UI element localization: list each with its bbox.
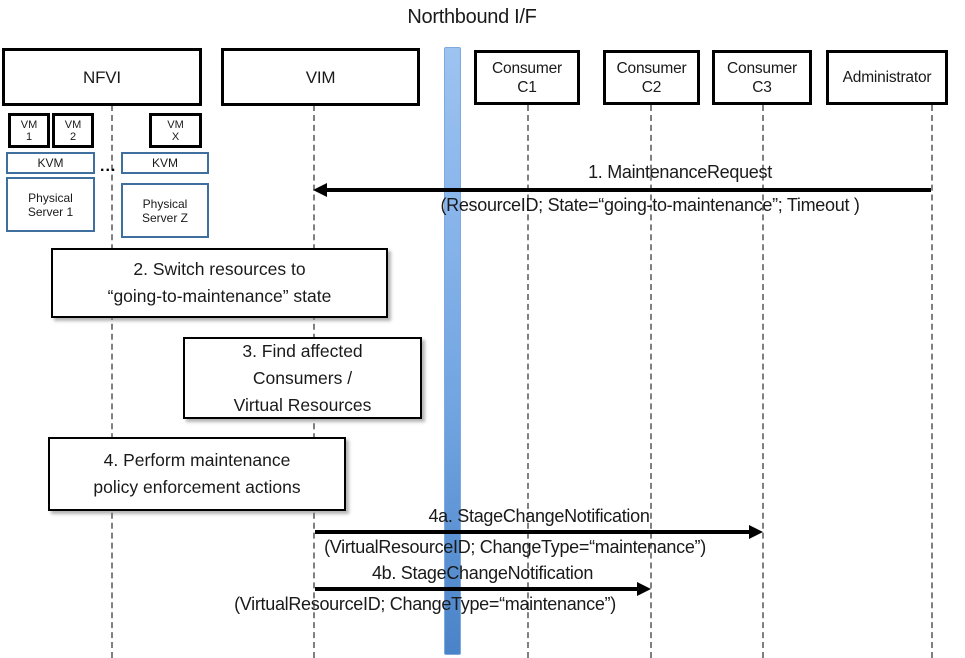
actor-label-consumer-c1-line2: C1 [517, 78, 537, 96]
vm-box-1[interactable]: VM 1 [8, 113, 50, 148]
diagram-title: Northbound I/F [407, 6, 537, 28]
kvm-label-2: KVM [151, 156, 178, 170]
message-1-params: (ResourceID; State=“going-to-maintenance… [340, 194, 960, 217]
actor-label-consumer-c3-line2: C3 [752, 78, 772, 96]
message-1-params-text: (ResourceID; State=“going-to-maintenance… [440, 195, 860, 215]
step-box-3[interactable]: 3. Find affected Consumers / Virtual Res… [183, 337, 422, 419]
vm-box-2[interactable]: VM 2 [52, 113, 94, 148]
step-3-line2: Consumers / [252, 367, 353, 388]
actor-box-consumer-c2[interactable]: Consumer C2 [603, 50, 700, 105]
message-4b-name: 4b. StageChangeNotification [371, 563, 594, 583]
message-1-arrow-line [325, 188, 931, 192]
kvm-box-2[interactable]: KVM [121, 152, 209, 174]
step-3-line3: Virtual Resources [233, 394, 372, 415]
message-4a-params-text: (VirtualResourceID; ChangeType=“maintena… [324, 537, 706, 557]
message-4b-params-text: (VirtualResourceID; ChangeType=“maintena… [234, 594, 616, 614]
kvm-box-1[interactable]: KVM [6, 152, 95, 174]
lifeline-c2 [650, 105, 652, 658]
message-4b-arrow-line [315, 587, 637, 591]
step-2-line2: “going-to-maintenance” state [107, 286, 332, 306]
step-box-4[interactable]: 4. Perform maintenance policy enforcemen… [48, 437, 346, 511]
lifeline-c1 [527, 105, 529, 658]
message-4a-label: 4a. StageChangeNotification [315, 505, 763, 528]
actor-label-administrator: Administrator [842, 69, 932, 86]
step-box-2[interactable]: 2. Switch resources to “going-to-mainten… [51, 248, 388, 318]
step-2-line1: 2. Switch resources to [133, 259, 306, 279]
vm-label-2-line2: 2 [69, 130, 77, 143]
vm-label-x-line2: X [171, 130, 180, 143]
physical-server-z-box[interactable]: Physical Server Z [121, 183, 209, 238]
actor-box-vim[interactable]: VIM [221, 48, 420, 106]
lifeline-c3 [762, 105, 764, 658]
vm-box-x[interactable]: VM X [149, 113, 202, 148]
physical-server-1-line1: Physical [28, 190, 73, 205]
kvm-label-1: KVM [37, 156, 64, 170]
actor-label-vim: VIM [305, 67, 336, 87]
actor-label-consumer-c2-line1: Consumer [616, 59, 687, 77]
lifeline-nfvi [111, 105, 113, 658]
physical-server-1-line2: Server 1 [27, 204, 74, 219]
actor-label-consumer-c2-line2: C2 [641, 78, 662, 96]
message-1-name: 1. MaintenanceRequest [588, 162, 772, 182]
message-4b-arrowhead [637, 582, 651, 596]
vm-label-2-line1: VM [64, 118, 82, 131]
message-4a-name: 4a. StageChangeNotification [428, 506, 650, 526]
actor-box-nfvi[interactable]: NFVI [2, 48, 202, 106]
physical-server-1-box[interactable]: Physical Server 1 [6, 177, 95, 232]
message-4a-arrow-line [315, 530, 749, 534]
vm-label-1-line1: VM [20, 118, 38, 131]
actor-box-consumer-c1[interactable]: Consumer C1 [474, 50, 580, 105]
message-1-label: 1. MaintenanceRequest [430, 161, 930, 184]
message-4a-params: (VirtualResourceID; ChangeType=“maintena… [265, 536, 765, 559]
vm-label-1-line2: 1 [25, 130, 33, 143]
message-4a-arrowhead [749, 525, 763, 539]
lifeline-admin [931, 105, 933, 658]
actor-box-administrator[interactable]: Administrator [826, 50, 948, 105]
nfvi-ellipsis: ... [100, 158, 117, 175]
actor-label-consumer-c1-line1: Consumer [492, 59, 562, 77]
step-3-line1: 3. Find affected [242, 340, 363, 361]
message-4b-label: 4b. StageChangeNotification [315, 562, 650, 585]
step-4-line1: 4. Perform maintenance [103, 450, 291, 470]
northbound-interface-bar [444, 47, 461, 655]
physical-server-z-line2: Server Z [141, 210, 188, 225]
actor-label-consumer-c3-line1: Consumer [727, 59, 797, 77]
vm-label-x-line1: VM [167, 118, 184, 131]
step-4-line2: policy enforcement actions [93, 477, 301, 497]
actor-box-consumer-c3[interactable]: Consumer C3 [712, 50, 812, 105]
message-4b-params: (VirtualResourceID; ChangeType=“maintena… [175, 593, 675, 616]
actor-label-nfvi: NFVI [83, 67, 121, 87]
physical-server-z-line1: Physical [142, 196, 188, 211]
message-1-arrowhead [313, 183, 327, 197]
